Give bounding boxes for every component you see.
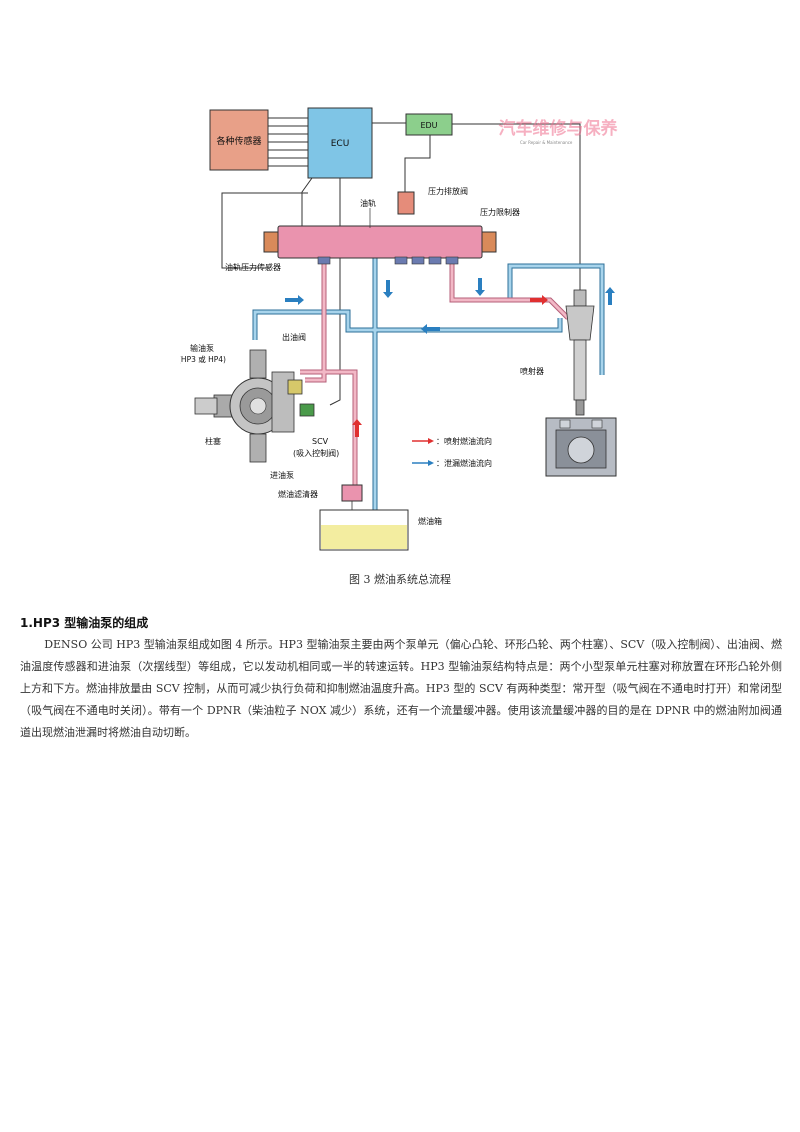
svg-text:柱塞: 柱塞 bbox=[205, 436, 221, 446]
svg-text:输油泵: 输油泵 bbox=[190, 343, 214, 353]
fuel-rail bbox=[277, 225, 483, 259]
svg-text:喷射器: 喷射器 bbox=[520, 366, 544, 376]
svg-text:出油阀: 出油阀 bbox=[282, 332, 306, 342]
svg-text:压力排放阀: 压力排放阀 bbox=[428, 186, 468, 196]
sensor-wires bbox=[268, 117, 308, 167]
svg-text:(吸入控制阀): (吸入控制阀) bbox=[293, 448, 339, 458]
svg-text:ECU: ECU bbox=[331, 139, 350, 149]
svg-text:油轨: 油轨 bbox=[360, 198, 376, 208]
supply-pump bbox=[194, 349, 315, 463]
fuel-filter bbox=[341, 484, 363, 502]
pressure-discharge-valve bbox=[397, 191, 415, 215]
svg-text:SCV: SCV bbox=[312, 437, 329, 446]
svg-text:油轨压力传感器: 油轨压力传感器 bbox=[225, 262, 281, 272]
legend: ：喷射燃油流向 ：泄漏燃油流向 bbox=[412, 436, 492, 468]
engine-cylinder bbox=[545, 417, 617, 477]
svg-text:：泄漏燃油流向: ：泄漏燃油流向 bbox=[436, 458, 492, 468]
svg-text:燃油滤清器: 燃油滤清器 bbox=[278, 489, 318, 499]
section-paragraph: DENSO 公司 HP3 型输油泵组成如图 4 所示。HP3 型输油泵主要由两个… bbox=[20, 638, 782, 739]
svg-text:燃油箱: 燃油箱 bbox=[418, 516, 442, 526]
sensors-box bbox=[209, 109, 269, 171]
fuel-system-diagram: 各种传感器 ECU EDU 汽车维修与保养 Car Repair & Maint… bbox=[180, 100, 630, 560]
svg-text:各种传感器: 各种传感器 bbox=[216, 135, 261, 147]
watermark-subtext: Car Repair & Maintenance bbox=[520, 140, 573, 145]
injector bbox=[565, 289, 595, 416]
svg-text:：喷射燃油流向: ：喷射燃油流向 bbox=[436, 436, 492, 446]
svg-text:进油泵: 进油泵 bbox=[270, 470, 294, 480]
rail-pressure-sensor bbox=[263, 231, 279, 253]
svg-text:(HP3 或 HP4): (HP3 或 HP4) bbox=[180, 354, 226, 364]
svg-text:压力限制器: 压力限制器 bbox=[480, 207, 520, 217]
svg-text:EDU: EDU bbox=[420, 121, 437, 130]
edu-box bbox=[405, 113, 453, 136]
flow-arrows bbox=[285, 278, 615, 437]
ecu-box bbox=[307, 107, 373, 179]
pressure-limiter bbox=[481, 231, 497, 253]
watermark-logo: 汽车维修与保养 bbox=[499, 118, 619, 139]
figure-caption: 图 3 燃油系统总流程 bbox=[349, 573, 451, 586]
section-heading: 1.HP3 型输油泵的组成 bbox=[20, 616, 149, 630]
